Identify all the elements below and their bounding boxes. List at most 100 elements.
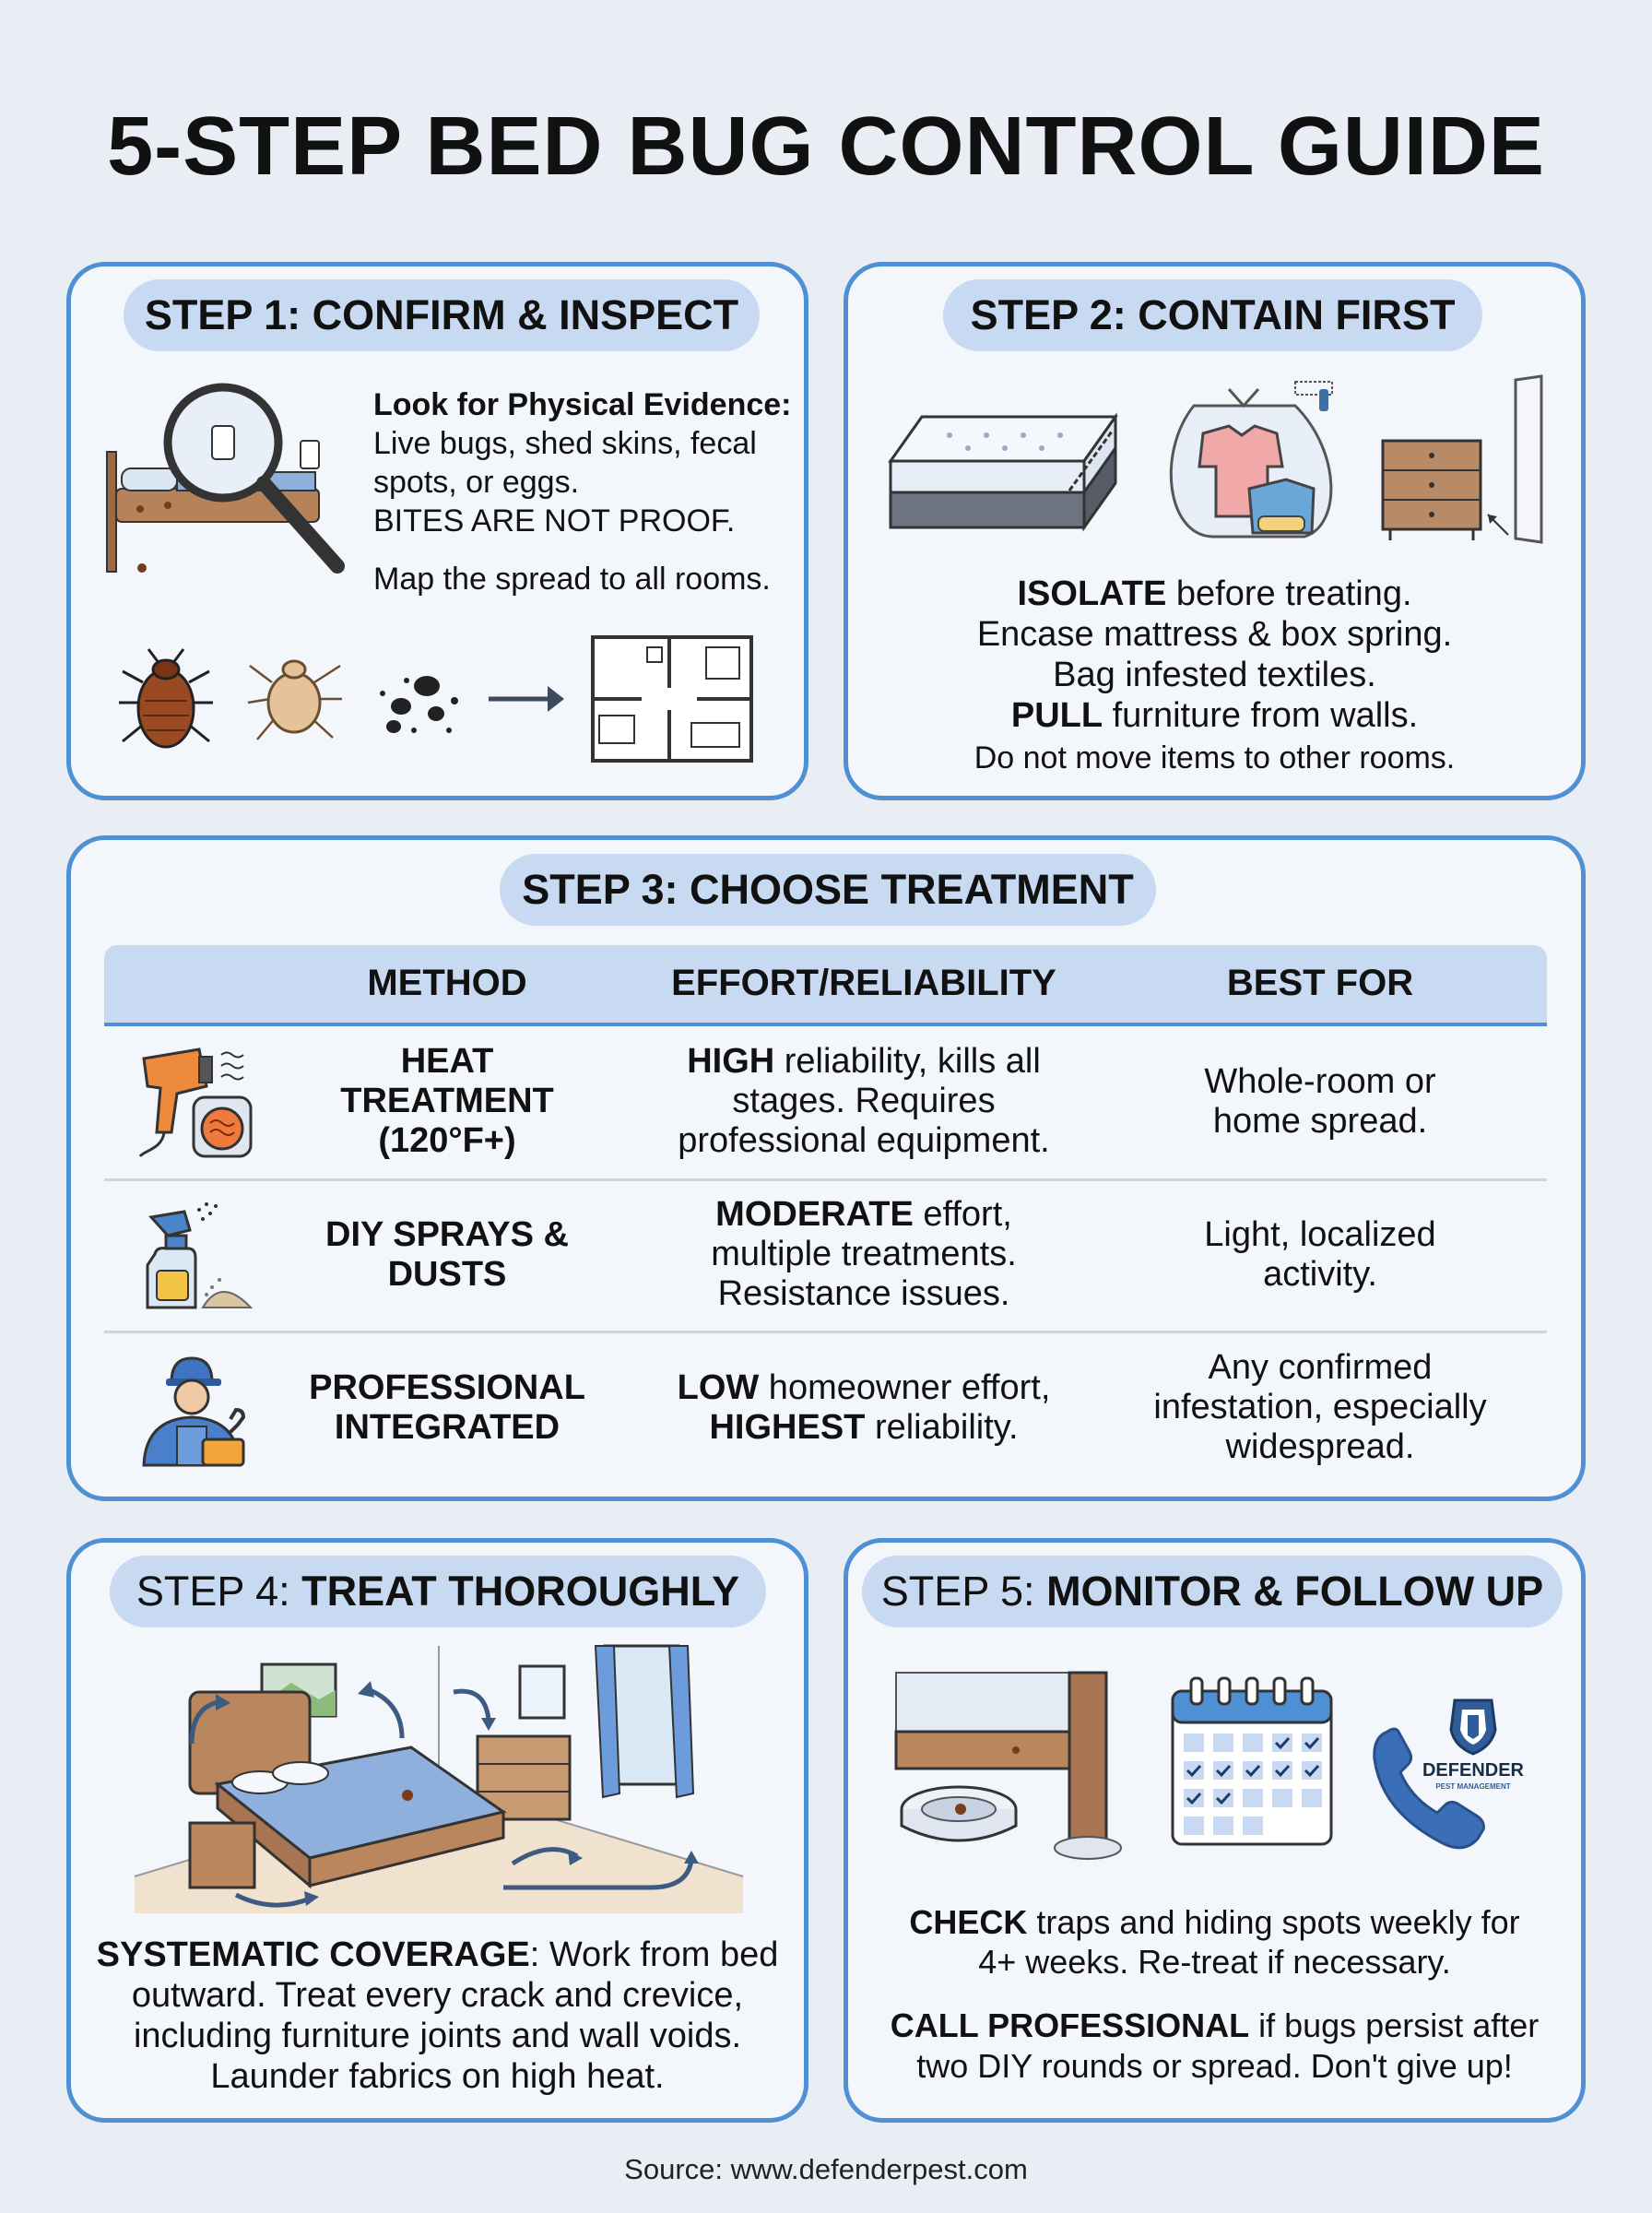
phone-icon <box>1373 1727 1485 1850</box>
row2-best: Light, localized activity. <box>1136 1215 1504 1295</box>
defender-logo-icon: DEFENDER PEST MANAGEMENT <box>1422 1698 1525 1791</box>
row1-effort: HIGH reliability, kills all stages. Requ… <box>645 1042 1082 1161</box>
row3-effort-rest2: reliability. <box>865 1408 1019 1447</box>
step3-heading: STEP 3: CHOOSE TREATMENT <box>500 854 1156 926</box>
row1-effort-line1: HIGH reliability, kills all <box>645 1042 1082 1082</box>
step4-text-line1: SYSTEMATIC COVERAGE: Work from bed <box>71 1935 804 1975</box>
row-divider-1 <box>104 1178 1547 1181</box>
step1-heading: STEP 1: CONFIRM & INSPECT <box>124 279 760 351</box>
row3-effort-rest1: homeowner effort, <box>759 1368 1051 1407</box>
row2-effort-line2: multiple treatments. <box>711 1235 1017 1273</box>
row1-method-line2: TREATMENT <box>340 1082 554 1120</box>
evidence-line-1: Live bugs, shed skins, fecal <box>373 426 757 461</box>
row3-effort-line1: LOW homeowner effort, <box>645 1368 1082 1408</box>
encase-line: Encase mattress & box spring. <box>976 615 1453 654</box>
bed-bug-icon <box>119 648 213 749</box>
bagged-clothes-icon <box>1169 381 1333 538</box>
row2-best-line2: activity. <box>1263 1255 1377 1294</box>
systematic-rest: : Work from bed <box>529 1935 779 1974</box>
step5-heading-prefix: STEP 5: <box>880 1568 1047 1615</box>
row3-best-line3: widespread. <box>1225 1427 1415 1466</box>
mattress-encasement-icon <box>888 412 1118 532</box>
map-note: Map the spread to all rooms. <box>373 562 771 597</box>
floor-plan-icon <box>591 635 753 763</box>
row1-best: Whole-room or home spread. <box>1136 1062 1504 1142</box>
row3-best-line1: Any confirmed <box>1208 1348 1433 1387</box>
evidence-line-3: BITES ARE NOT PROOF. <box>373 503 736 538</box>
arrow-icon <box>489 686 564 712</box>
isolate-bold: ISOLATE <box>1017 574 1167 613</box>
row3-effort: LOW homeowner effort, HIGHEST reliabilit… <box>645 1368 1082 1448</box>
row3-effort-line2: HIGHEST reliability. <box>645 1408 1082 1448</box>
row1-effort-line3: professional equipment. <box>678 1121 1050 1160</box>
row1-method: HEAT TREATMENT (120°F+) <box>293 1042 601 1161</box>
row2-effort-line3: Resistance issues. <box>717 1274 1010 1313</box>
row1-best-line2: home spread. <box>1212 1102 1428 1141</box>
step4-heading-main: TREAT THOROUGHLY <box>301 1568 740 1615</box>
technician-icon <box>142 1356 246 1467</box>
row3-effort-bold2: HIGHEST <box>709 1408 866 1447</box>
row3-best-line2: infestation, especially <box>1153 1388 1487 1426</box>
row1-method-line3: (120°F+) <box>378 1121 516 1160</box>
spray-bottle-icon <box>146 1202 254 1309</box>
row3-method: PROFESSIONAL INTEGRATED <box>293 1368 601 1448</box>
step2-heading: STEP 2: CONTAIN FIRST <box>943 279 1482 351</box>
row2-effort: MODERATE effort, multiple treatments. Re… <box>645 1195 1082 1314</box>
row2-effort-bold: MODERATE <box>715 1195 914 1234</box>
systematic-bold: SYSTEMATIC COVERAGE <box>96 1935 530 1974</box>
row1-method-line1: HEAT <box>400 1042 494 1081</box>
call-line2: two DIY rounds or spread. Don't give up! <box>916 2047 1513 2085</box>
col-effort: EFFORT/RELIABILITY <box>671 963 1056 1003</box>
table-header <box>104 945 1547 1026</box>
logo-sub: PEST MANAGEMENT <box>1435 1782 1510 1791</box>
row1-best-line1: Whole-room or <box>1204 1062 1436 1101</box>
check-bold: CHECK <box>909 1903 1028 1941</box>
interceptor-trap-icon <box>894 1671 1122 1860</box>
call-line1: CALL PROFESSIONAL if bugs persist after <box>848 2006 1581 2045</box>
step5-heading-main: MONITOR & FOLLOW UP <box>1046 1568 1544 1615</box>
row3-method-line1: PROFESSIONAL <box>309 1368 585 1407</box>
row3-method-line2: INTEGRATED <box>334 1408 560 1447</box>
pull-line: PULL furniture from walls. <box>848 696 1581 735</box>
col-method: METHOD <box>367 963 527 1003</box>
evidence-title: Look for Physical Evidence: <box>373 387 792 422</box>
source-credit: Source: www.defenderpest.com <box>624 2153 1028 2185</box>
page-title: 5-STEP BED BUG CONTROL GUIDE <box>107 101 1545 193</box>
step4-heading: STEP 4: TREAT THOROUGHLY <box>110 1556 766 1627</box>
fecal-spots-icon <box>380 676 458 733</box>
row2-method: DIY SPRAYS & DUSTS <box>293 1215 601 1295</box>
step4-heading-prefix: STEP 4: <box>136 1568 302 1615</box>
row2-effort-rest: effort, <box>913 1195 1012 1234</box>
calendar-icon <box>1171 1676 1333 1846</box>
row2-effort-line1: MODERATE effort, <box>645 1195 1082 1235</box>
bag-line: Bag infested textiles. <box>1053 656 1376 694</box>
step5-heading: STEP 5: MONITOR & FOLLOW UP <box>862 1556 1563 1627</box>
row1-effort-bold: HIGH <box>687 1042 775 1081</box>
do-not-move-line: Do not move items to other rooms. <box>974 740 1456 775</box>
pull-bold: PULL <box>1010 696 1103 735</box>
evidence-line-2: spots, or eggs. <box>373 465 580 500</box>
bedroom-icon <box>134 1644 744 1913</box>
call-bold: CALL PROFESSIONAL <box>890 2006 1250 2044</box>
row3-effort-bold1: LOW <box>677 1368 760 1407</box>
isolate-line: ISOLATE before treating. <box>848 574 1581 613</box>
check-line2: 4+ weeks. Re-treat if necessary. <box>978 1943 1451 1981</box>
row2-method-line1: DIY SPRAYS & <box>325 1215 569 1254</box>
isolate-rest: before treating. <box>1166 574 1412 613</box>
col-best-for: BEST FOR <box>1226 963 1414 1003</box>
row2-method-line2: DUSTS <box>387 1255 507 1294</box>
row-divider-2 <box>104 1331 1547 1333</box>
logo-name: DEFENDER <box>1422 1760 1525 1781</box>
magnifier-bed-icon <box>106 383 345 574</box>
nymph-icon <box>247 659 342 740</box>
row1-effort-rest: reliability, kills all <box>774 1042 1041 1081</box>
step4-text-line4: Launder fabrics on high heat. <box>210 2057 665 2096</box>
pull-rest: furniture from walls. <box>1103 696 1419 735</box>
check-line1: CHECK traps and hiding spots weekly for <box>848 1903 1581 1942</box>
row2-best-line1: Light, localized <box>1204 1215 1436 1254</box>
row1-effort-line2: stages. Requires <box>732 1082 996 1120</box>
check-rest: traps and hiding spots weekly for <box>1027 1903 1520 1941</box>
row3-best: Any confirmed infestation, especially wi… <box>1136 1348 1504 1467</box>
step4-text-line3: including furniture joints and wall void… <box>133 2017 742 2055</box>
nightstand-icon <box>1381 374 1543 544</box>
